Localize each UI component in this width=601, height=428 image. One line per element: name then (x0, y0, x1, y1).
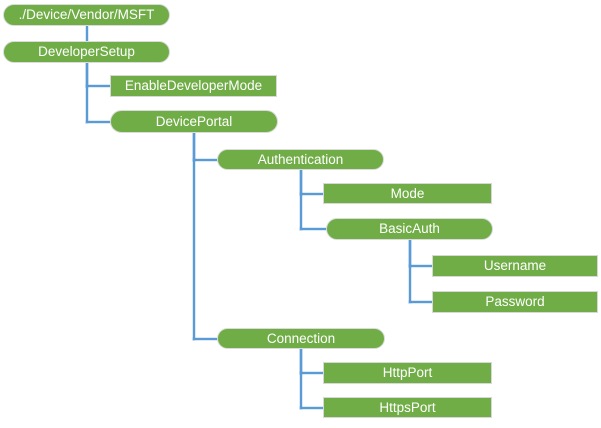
connector-segment (85, 26, 88, 41)
node-password: Password (432, 291, 598, 313)
node-https-port: HttpsPort (323, 397, 492, 418)
node-developer-setup: DeveloperSetup (3, 41, 170, 63)
node-basic-auth: BasicAuth (326, 218, 493, 240)
connector-segment (85, 120, 111, 123)
node-label: HttpsPort (379, 399, 436, 415)
connector-segment (408, 265, 433, 267)
node-http-port: HttpPort (323, 362, 492, 384)
node-label: Authentication (257, 151, 344, 167)
connector-segment (85, 85, 111, 87)
node-label: Password (485, 294, 545, 310)
node-label: Connection (266, 330, 336, 346)
connector-segment (193, 337, 218, 340)
node-username: Username (432, 255, 598, 277)
connector-segment (299, 170, 302, 230)
connector-segment (408, 301, 433, 303)
connector-segment (193, 133, 195, 340)
node-mode: Mode (323, 183, 492, 204)
connector-segment (85, 63, 88, 123)
node-device-portal: DevicePortal (110, 110, 278, 133)
connector-segment (193, 158, 218, 161)
node-label: ./Device/Vendor/MSFT (18, 7, 155, 23)
node-label: HttpPort (382, 365, 433, 381)
node-authentication: Authentication (217, 149, 384, 170)
node-label: DevicePortal (155, 113, 233, 129)
connector-segment (300, 406, 324, 409)
connector-segment (300, 349, 302, 409)
node-root: ./Device/Vendor/MSFT (3, 4, 170, 26)
connector-segment (299, 192, 324, 195)
node-label: Username (483, 258, 547, 274)
node-label: Mode (390, 185, 425, 201)
node-enable-developer-mode: EnableDeveloperMode (110, 75, 277, 97)
connector-segment (300, 372, 324, 374)
node-label: EnableDeveloperMode (124, 78, 263, 94)
node-connection: Connection (217, 328, 385, 349)
node-label: BasicAuth (379, 221, 440, 237)
node-label: DeveloperSetup (38, 44, 135, 60)
connector-segment (408, 240, 411, 303)
connector-segment (299, 228, 327, 230)
